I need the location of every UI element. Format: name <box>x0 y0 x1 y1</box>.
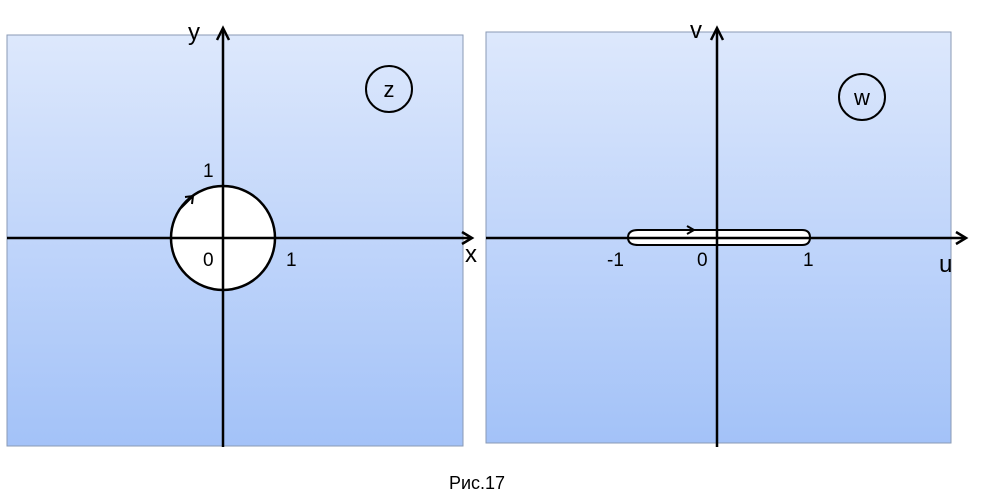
y-axis-label: y <box>188 19 200 46</box>
v-axis-label: v <box>690 17 702 44</box>
slit-direction-arrow <box>676 225 697 235</box>
w-plane-panel: v u -1 0 1 w <box>485 17 969 447</box>
figure-caption: Рис.17 <box>449 473 505 493</box>
z-plane-panel: y x 1 0 1 z <box>6 19 477 447</box>
w-plane-label: w <box>853 85 870 110</box>
x-axis-label: x <box>465 241 477 268</box>
circle-direction-arrow <box>180 194 195 209</box>
tick-minus-one: -1 <box>607 250 624 271</box>
u-axis-label: u <box>939 251 952 278</box>
v-axis-arrowhead <box>709 25 725 41</box>
x-axis-arrowhead <box>461 230 475 246</box>
tick-origin: 0 <box>203 250 214 271</box>
z-plane-label: z <box>384 77 395 102</box>
z-plane-label-circle <box>365 65 413 113</box>
tick-origin-w: 0 <box>697 250 708 271</box>
y-axis-arrowhead <box>215 25 231 41</box>
u-axis-arrowhead <box>955 230 969 246</box>
tick-one-y: 1 <box>203 161 214 182</box>
w-plane-label-circle <box>838 73 886 121</box>
tick-one-x: 1 <box>286 250 297 271</box>
tick-one-u: 1 <box>803 250 814 271</box>
